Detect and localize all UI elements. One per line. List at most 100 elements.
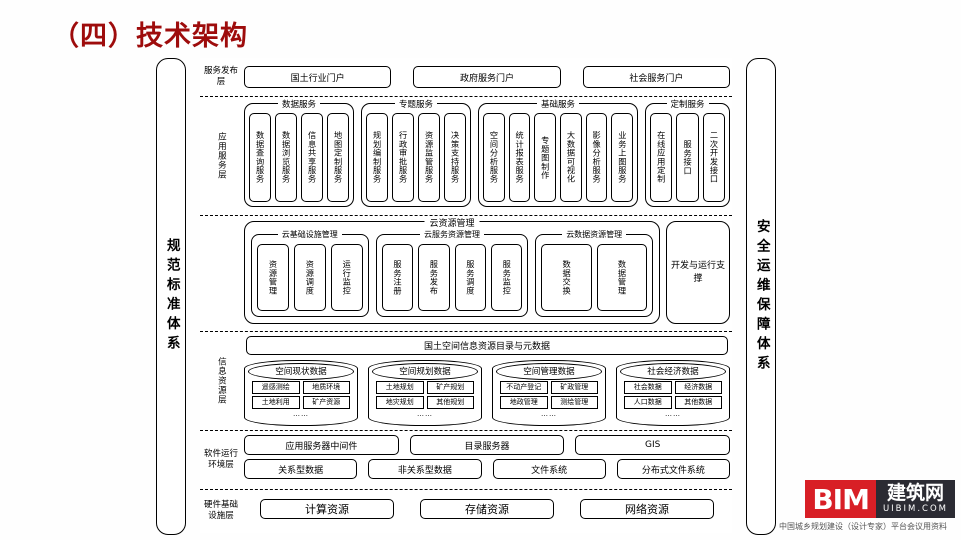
data-store-item: 土地利用 — [252, 396, 300, 409]
data-store-item: 经济数据 — [674, 381, 722, 394]
service-cell-label: 服务接口 — [682, 140, 693, 175]
service-cell[interactable]: 空间分析服务 — [483, 113, 505, 202]
service-cell[interactable]: 服务接口 — [676, 113, 699, 202]
layer-publish-body: 国土行业门户 政府服务门户 社会服务门户 — [244, 58, 730, 96]
catalog-metadata-label: 国土空间信息资源目录与元数据 — [423, 342, 550, 352]
catalog-metadata-bar[interactable]: 国土空间信息资源目录与元数据 — [246, 336, 728, 355]
service-cell[interactable]: 业务上图服务 — [611, 113, 634, 202]
group-label: 数据服务 — [277, 98, 321, 110]
group-label: 基础服务 — [536, 98, 580, 110]
service-cell[interactable]: 信息共享服务 — [301, 113, 323, 202]
software-item[interactable]: 文件系统 — [492, 459, 606, 479]
service-cell[interactable]: 专题图制作 — [534, 113, 557, 202]
service-cell-label: 决策支持服务 — [450, 131, 461, 184]
service-cell-label: 统计报表服务 — [514, 131, 525, 184]
cloud-cell[interactable]: 运行监控 — [330, 244, 363, 311]
data-store-title: 空间规划数据 — [372, 362, 478, 380]
service-cell[interactable]: 影像分析服务 — [585, 113, 608, 202]
portal-item[interactable]: 国土行业门户 — [244, 66, 392, 88]
service-group-thematic: 专题服务 规划编制服务 行政审批服务 资源监管服务 决策支持服务 — [361, 98, 471, 207]
service-cell[interactable]: 数据查询服务 — [249, 113, 271, 202]
cloud-subgroup-data: 云数据资源管理 数据交换 数据管理 — [535, 229, 653, 317]
cloud-subgroup-label: 云基础设施管理 — [277, 229, 342, 240]
data-store-item: 测绘管理 — [550, 396, 598, 409]
software-row-storage: 关系型数据 非关系型数据 文件系统 分布式文件系统 — [244, 459, 730, 479]
service-cell[interactable]: 行政审批服务 — [392, 113, 414, 202]
data-store-cylinder[interactable]: 空间管理数据 不动产登记 矿政管理 地政管理 测绘管理 …… — [492, 360, 606, 426]
service-cell[interactable]: 大数据可视化 — [560, 113, 582, 202]
service-cell[interactable]: 决策支持服务 — [444, 113, 466, 202]
cloud-cell[interactable]: 服务发布 — [418, 244, 450, 311]
service-cell-label: 信息共享服务 — [307, 131, 318, 184]
layer-information-label: 信息资源层 — [216, 357, 227, 405]
service-cell[interactable]: 地图定制服务 — [327, 113, 349, 202]
cloud-cell-label: 运行监控 — [341, 260, 352, 295]
cloud-wrapper: 云资源管理 云基础设施管理 资源管理 资源调度 运行监控 云服务资源管理 服务注… — [244, 216, 730, 324]
software-item[interactable]: 目录服务器 — [409, 435, 565, 455]
right-band-label: 安全运维保障体系 — [753, 218, 770, 375]
data-store-cylinder[interactable]: 空间规划数据 土地规划 矿产规划 地灾规划 其他规划 …… — [368, 360, 482, 426]
service-cell[interactable]: 二次开发接口 — [702, 113, 725, 202]
cloud-cell[interactable]: 数据交换 — [541, 244, 592, 311]
layer-hardware-label: 硬件基础设施层 — [203, 500, 238, 521]
data-store-item: 地灾规划 — [376, 396, 424, 409]
cloud-cell[interactable]: 资源调度 — [293, 244, 326, 311]
service-cell[interactable]: 规划编制服务 — [366, 113, 388, 202]
diagram-inner: 服务发布层 国土行业门户 政府服务门户 社会服务门户 应用服务层 数据服务 — [200, 58, 732, 533]
software-item[interactable]: GIS — [575, 435, 731, 455]
cloud-subgroup-label: 云数据资源管理 — [562, 229, 627, 240]
group-label: 专题服务 — [394, 98, 438, 110]
layer-publish: 服务发布层 国土行业门户 政府服务门户 社会服务门户 — [200, 58, 732, 97]
layer-cloud-label — [200, 216, 242, 331]
cloud-cell-label: 资源管理 — [268, 260, 279, 295]
service-group-basic: 基础服务 空间分析服务 统计报表服务 专题图制作 大数据可视化 影像分析服务 业… — [478, 98, 638, 207]
dev-runtime-support-label: 开发与运行支撑 — [670, 261, 725, 284]
data-store-more: …… — [293, 410, 309, 418]
cloud-cell[interactable]: 服务注册 — [381, 244, 414, 311]
cloud-cell[interactable]: 服务调度 — [454, 244, 486, 311]
architecture-diagram: 规范标准体系 安全运维保障体系 服务发布层 国土行业门户 政府服务门户 社会服务… — [156, 58, 776, 535]
layer-hardware: 硬件基础设施层 计算资源 存储资源 网络资源 — [200, 490, 732, 532]
layer-software-body: 应用服务器中间件 目录服务器 GIS 关系型数据 非关系型数据 文件系统 分布式… — [244, 431, 731, 489]
service-cell[interactable]: 数据浏览服务 — [275, 113, 297, 202]
cloud-cell[interactable]: 服务监控 — [490, 244, 523, 311]
cloud-cell[interactable]: 资源管理 — [257, 244, 289, 311]
software-item[interactable]: 非关系型数据 — [368, 459, 482, 479]
watermark-site-block: 建筑网 UIBIM.COM — [875, 480, 955, 518]
layer-cloud-body: 云资源管理 云基础设施管理 资源管理 资源调度 运行监控 云服务资源管理 服务注… — [244, 216, 730, 331]
service-cell[interactable]: 统计报表服务 — [508, 113, 531, 202]
hardware-item[interactable]: 计算资源 — [260, 499, 394, 519]
data-store-title: 空间管理数据 — [496, 362, 602, 380]
watermark-en-text: UIBIM.COM — [882, 504, 948, 515]
data-store-cylinder[interactable]: 社会经济数据 社会数据 经济数据 人口数据 其他数据 …… — [616, 360, 730, 426]
data-store-items: 遥感测绘 地质环境 土地利用 矿产资源 — [252, 381, 350, 409]
layer-information: 信息资源层 国土空间信息资源目录与元数据 空间现状数据 遥感测绘 地质环境 土地… — [200, 332, 732, 431]
service-cell-label: 数据浏览服务 — [281, 131, 292, 184]
hardware-item[interactable]: 网络资源 — [580, 499, 714, 519]
portal-item[interactable]: 政府服务门户 — [413, 66, 561, 88]
service-cell[interactable]: 在线应用定制 — [650, 113, 673, 202]
layer-cloud: 云资源管理 云基础设施管理 资源管理 资源调度 运行监控 云服务资源管理 服务注… — [200, 216, 732, 332]
data-store-item: 社会数据 — [624, 381, 672, 394]
data-store-list: 空间现状数据 遥感测绘 地质环境 土地利用 矿产资源 …… 空间规划数据 — [244, 360, 730, 426]
group-label: 定制服务 — [666, 98, 709, 110]
software-item[interactable]: 应用服务器中间件 — [244, 435, 399, 455]
software-item[interactable]: 分布式文件系统 — [616, 459, 730, 479]
data-store-more: …… — [541, 410, 557, 418]
portal-item[interactable]: 社会服务门户 — [582, 66, 730, 88]
data-store-item: 其他规划 — [426, 396, 474, 409]
hardware-item[interactable]: 存储资源 — [420, 499, 554, 519]
dev-runtime-support-box[interactable]: 开发与运行支撑 — [666, 221, 730, 324]
service-cell[interactable]: 资源监管服务 — [418, 113, 440, 202]
data-store-item: 矿产资源 — [302, 396, 350, 409]
cloud-cell[interactable]: 数据管理 — [596, 244, 647, 311]
data-store-cylinder[interactable]: 空间现状数据 遥感测绘 地质环境 土地利用 矿产资源 …… — [244, 360, 358, 426]
service-group-custom: 定制服务 在线应用定制 服务接口 二次开发接口 — [645, 98, 730, 207]
service-cell-label: 在线应用定制 — [656, 131, 667, 184]
cloud-cell-label: 服务调度 — [465, 260, 476, 295]
data-store-item: 矿产规划 — [426, 381, 474, 394]
cloud-cell-label: 数据交换 — [561, 260, 572, 295]
service-cell-label: 数据查询服务 — [255, 131, 266, 184]
software-item[interactable]: 关系型数据 — [244, 459, 358, 479]
page-title: （四）技术架构 — [52, 21, 248, 52]
